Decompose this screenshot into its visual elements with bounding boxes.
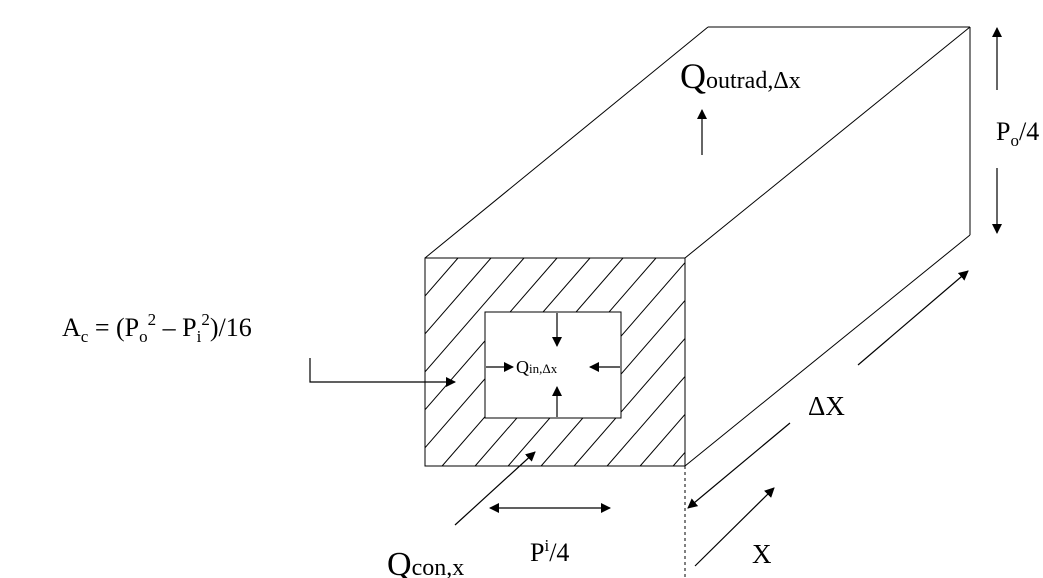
po-quarter-label: Po/4 — [996, 117, 1039, 150]
q-in-label: Qin,Δx — [516, 357, 558, 377]
ac-leader-arrow — [309, 358, 456, 387]
x-direction-arrow — [694, 487, 775, 567]
q-outrad-label: Qoutrad,Δx — [680, 56, 801, 96]
area-formula-label: Ac = (Po2 – Pi2)/16 — [62, 310, 252, 346]
hatch-line — [474, 258, 657, 466]
inner-hollow — [484, 311, 622, 419]
hatch-line — [425, 258, 492, 466]
hatch-line — [425, 258, 426, 466]
delta-x-label: ΔX — [808, 391, 845, 421]
delta-x-arrow-lower — [687, 422, 791, 509]
hatch-line — [211, 258, 392, 466]
hatch-line — [606, 258, 685, 466]
hatch-line — [573, 258, 685, 466]
hatch-line — [425, 258, 558, 466]
hatch-line — [540, 258, 685, 466]
hatch-line — [425, 258, 459, 466]
hatch-line — [706, 258, 887, 466]
hatch-line — [639, 258, 685, 466]
hatch-line — [425, 258, 591, 466]
prism — [424, 26, 971, 578]
delta-x-arrow-upper — [857, 270, 969, 366]
arrows — [309, 27, 1002, 567]
pi-quarter-label: Pi/4 — [530, 536, 569, 567]
q-con-arrow — [454, 451, 536, 526]
bottom-right-edge — [684, 234, 971, 467]
front-face — [424, 257, 686, 467]
x-label: X — [752, 539, 772, 569]
hatch-line — [425, 258, 525, 466]
q-con-label: Qcon,x — [387, 546, 464, 578]
top-left-edge — [424, 26, 709, 259]
top-right-edge — [684, 26, 971, 259]
hatch-line — [672, 258, 685, 466]
